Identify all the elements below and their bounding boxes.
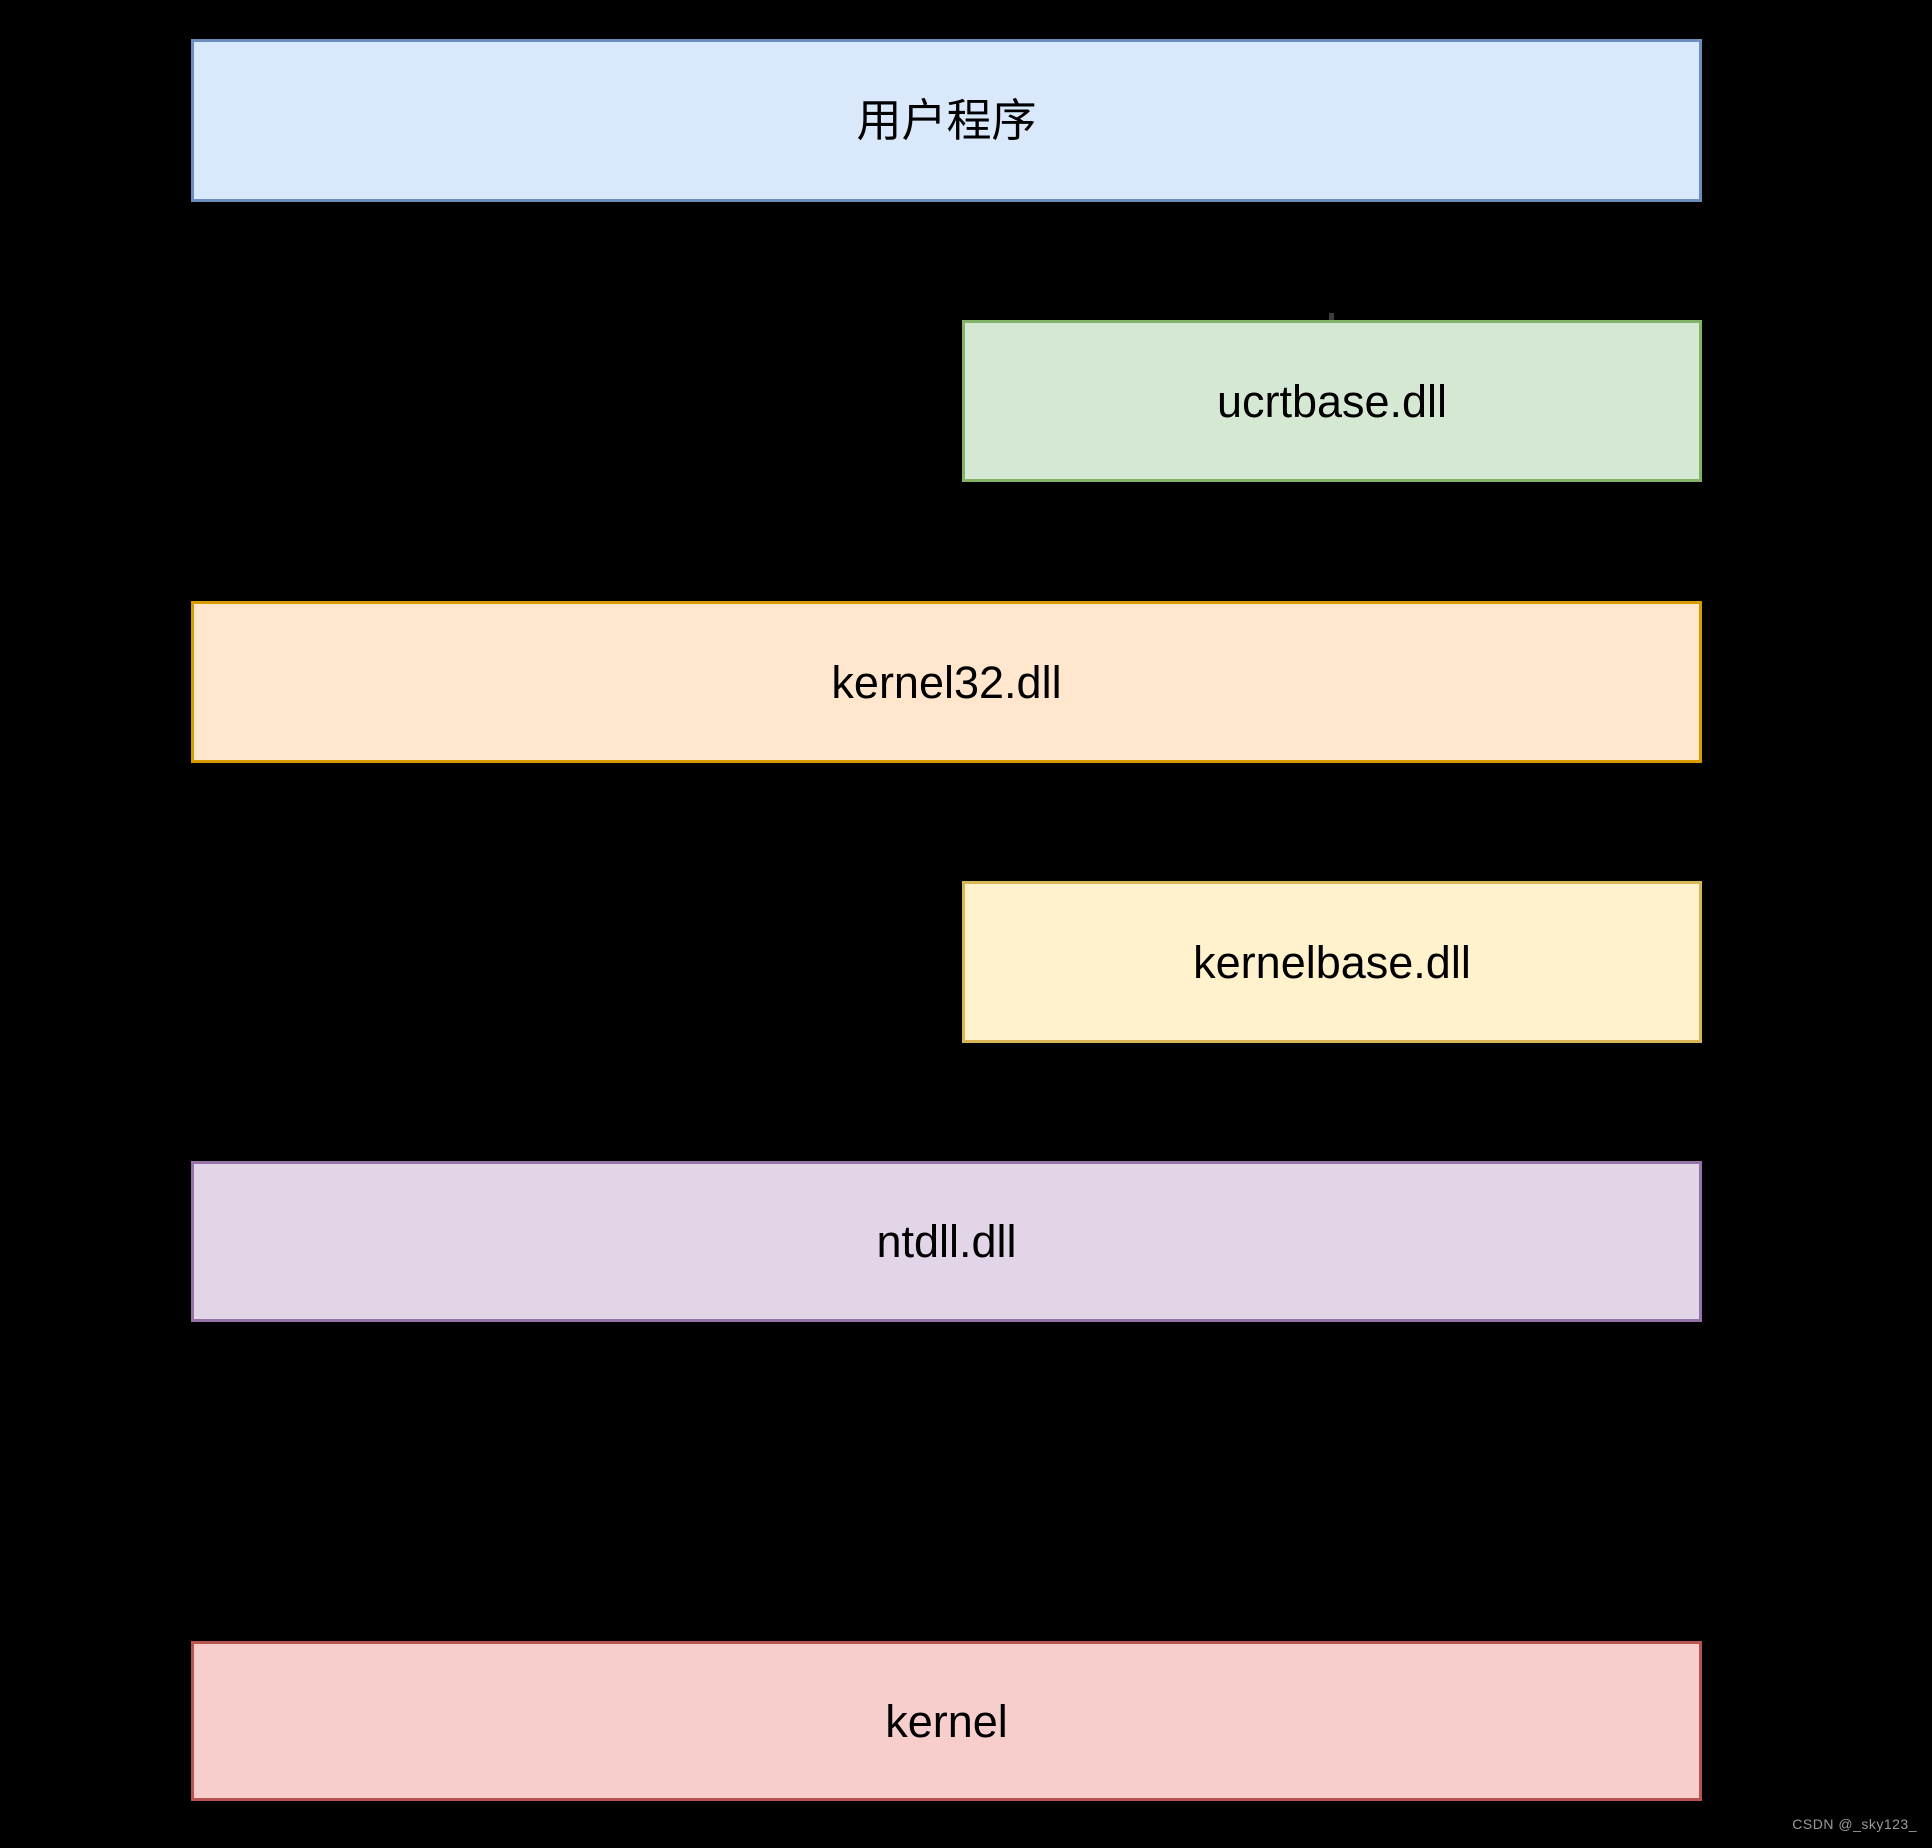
box-ntdll-dll: ntdll.dll bbox=[191, 1161, 1702, 1322]
box-kernel32-dll-label: kernel32.dll bbox=[831, 656, 1062, 708]
box-kernelbase-dll: kernelbase.dll bbox=[962, 881, 1702, 1043]
box-user-program-label: 用户程序 bbox=[856, 95, 1037, 146]
box-kernel: kernel bbox=[191, 1641, 1702, 1801]
box-kernelbase-dll-label: kernelbase.dll bbox=[1193, 936, 1471, 988]
box-kernel-label: kernel bbox=[885, 1695, 1008, 1747]
box-ucrtbase-dll: ucrtbase.dll bbox=[962, 320, 1702, 482]
box-ntdll-dll-label: ntdll.dll bbox=[876, 1216, 1017, 1267]
box-user-program: 用户程序 bbox=[191, 39, 1702, 202]
csdn-watermark: CSDN @_sky123_ bbox=[1792, 1816, 1917, 1832]
box-kernel32-dll: kernel32.dll bbox=[191, 601, 1702, 763]
box-ucrtbase-dll-label: ucrtbase.dll bbox=[1216, 375, 1448, 427]
connector-remnant-tick bbox=[1329, 313, 1334, 320]
